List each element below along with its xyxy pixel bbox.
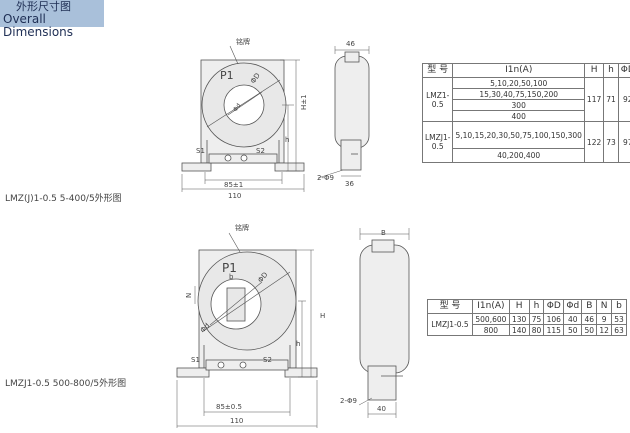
t1-H-1: 117 [583,77,605,122]
d2-height-small: h [296,340,300,348]
t1-model-1: LMZ1-0.5 [421,77,454,122]
t1-D-2: 97 [617,121,630,163]
t1-current: 15,30,40,75,150,200 [452,88,585,100]
table1-header-row: 型 号 I1n(A) H h ΦD Φd [421,63,630,78]
table-cell: 40 [563,313,583,325]
table-cell: 140 [508,324,530,336]
d2-side-base: 40 [377,405,386,413]
d1-p1-label: P1 [220,69,234,82]
table-cell: 800 [472,324,510,336]
d1-side-base: 36 [345,180,354,188]
d1-s1: S1 [196,147,205,155]
table-cell: 9 [596,313,613,325]
drawing1-side-view [317,46,370,179]
t2-h-D: ΦD [543,299,565,314]
header-title-cn: 外形尺寸图 [16,0,71,13]
table-row: 800 140 80 115 50 50 12 63 [428,324,627,336]
drawing2-side-view [358,228,410,418]
table-cell: 12 [596,324,613,336]
d2-b-label: b [229,273,234,281]
table-cell: 115 [543,324,565,336]
t1-current: 5,10,15,20,30,50,75,100,150,300 [452,121,585,149]
t1-h-H: H [583,63,605,78]
table-row: LMZJ1-0.5 500,600 130 75 106 40 46 9 53 [427,313,627,336]
d2-height: H [320,312,325,320]
table-cell: 50 [581,324,598,336]
t1-D-1: 92 [617,77,630,122]
d2-total-width: 110 [230,417,243,425]
section-header: 外形尺寸图 Overall Dimensions [0,0,104,39]
t1-model-2: LMZJ1-0.5 [421,121,454,163]
table-cell: 80 [528,324,545,336]
t1-current: 400 [452,110,585,122]
t2-h-b: b [611,299,627,314]
t1-h-current: I1n(A) [452,63,585,78]
drawing2-front-view [176,232,318,428]
t1-current: 5,10,20,50,100 [452,77,585,89]
d1-total-width: 110 [228,192,241,200]
t2-model: LMZJ1-0.5 [427,313,473,336]
d2-s2: S2 [263,356,272,364]
d2-n-label: N [185,293,193,298]
table2-header-row: 型 号 I1n(A) H h ΦD Φd B N b [427,299,627,314]
t2-h-model: 型 号 [427,299,473,314]
table-row: LMZJ1-0.5 5,10,15,20,30,50,75,100,150,30… [421,121,630,163]
t1-h-1: 71 [603,77,619,122]
d2-model-label: LMZJ1-0.5 500-800/5外形图 [5,379,127,389]
d2-hole: 2-Φ9 [340,397,357,405]
table-cell: 63 [611,324,627,336]
header-title-en: Overall Dimensions [3,12,74,39]
d1-s2: S2 [256,147,265,155]
table-row: 40,200,400 45 [423,148,630,163]
spec-table-2: 型 号 I1n(A) H h ΦD Φd B N b LMZJ1-0.5 500… [427,299,627,336]
table-cell: 53 [611,313,627,325]
d1-base-width: 85±1 [224,181,243,189]
d2-s1: S1 [191,356,200,364]
t2-h-current: I1n(A) [472,299,510,314]
table-cell: 106 [543,313,565,325]
d1-dia-d: Φd [232,102,243,113]
d1-height: H±1 [300,94,308,110]
t2-h-B: B [581,299,598,314]
d2-base-width: 85±0.5 [216,403,242,411]
d1-model-label: LMZ(J)1-0.5 5-400/5外形图 [5,194,122,204]
d1-hole: 2-Φ9 [317,174,334,182]
d1-side-width: 46 [346,40,355,48]
t2-h-N: N [596,299,613,314]
t2-h-H: H [508,299,530,314]
t2-h-h: h [528,299,545,314]
table-cell: 130 [508,313,530,325]
d2-p1-label: P1 [222,261,237,275]
t1-h-D: ΦD [617,63,630,78]
t1-current: 300 [452,99,585,111]
table-cell: 46 [581,313,598,325]
drawing1-front-view [181,45,305,192]
d1-height-small: h [285,136,289,144]
spec-table-1: 型 号 I1n(A) H h ΦD Φd LMZ1-0.5 5,10,20,50… [421,63,630,163]
t1-h-h: h [603,63,619,78]
t1-current: 40,200,400 [452,148,585,163]
d2-side-width: B [381,229,386,237]
d2-nameplate: 铭牌 [235,223,249,232]
table-row: LMZ1-0.5 5,10,20,50,100 117 71 92 25 [421,77,630,122]
t1-H-2: 122 [583,121,605,163]
table-cell: 50 [563,324,583,336]
t1-h-2: 73 [603,121,619,163]
d1-nameplate: 铭牌 [236,37,250,46]
table-cell: 75 [528,313,545,325]
t1-h-model: 型 号 [421,63,454,78]
t2-h-d: Φd [563,299,583,314]
table-cell: 500,600 [472,313,510,325]
